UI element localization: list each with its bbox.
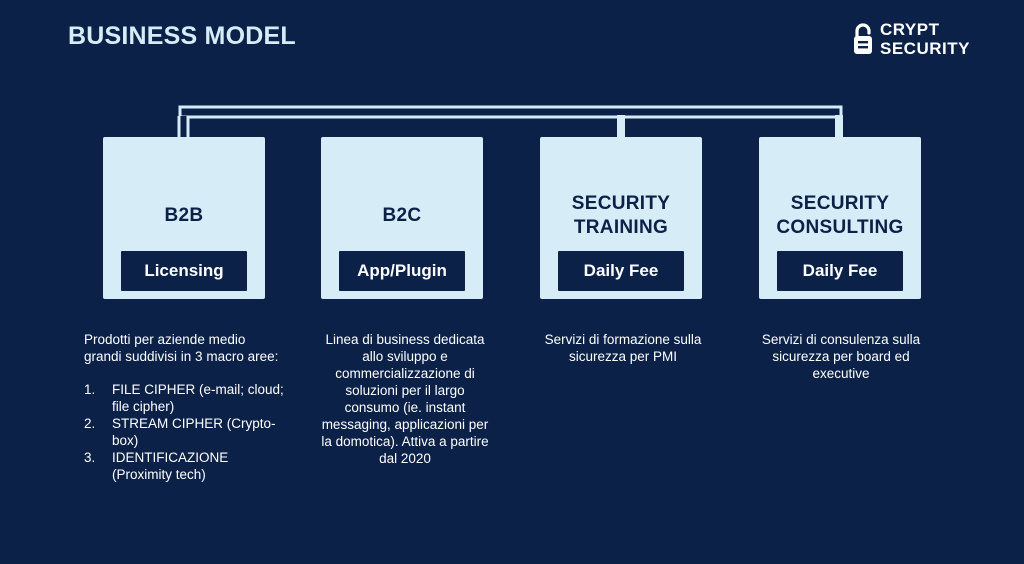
lock-icon [854,23,872,54]
card-security-consulting-title-line2: CONSULTING [776,217,904,238]
desc-b2b: Prodotti per aziende medio grandi suddiv… [84,331,284,483]
list-item: 1. FILE CIPHER (e-mail; cloud; file ciph… [84,381,284,415]
card-b2c-title: B2C [382,205,422,226]
list-item-number: 2. [84,416,96,431]
list-item-text: STREAM CIPHER (Crypto-box) [112,416,276,448]
connector-drop-consulting [835,115,843,138]
list-item: 2. STREAM CIPHER (Crypto-box) [84,415,284,449]
card-security-consulting-title-line1: SECURITY [790,193,890,214]
logo-text-line2: SECURITY [880,39,970,58]
page-title: BUSINESS MODEL [68,22,296,50]
card-security-training-pill: Daily Fee [558,251,684,291]
desc-b2b-intro: Prodotti per aziende medio grandi suddiv… [84,332,279,364]
list-item-text: IDENTIFICAZIONE (Proximity tech) [112,450,229,482]
card-security-consulting-title: SECURITY CONSULTING [759,192,921,240]
card-security-consulting: SECURITY CONSULTING Daily Fee [759,137,921,299]
list-item-number: 1. [84,382,96,397]
card-b2c-pill: App/Plugin [339,251,465,291]
card-security-training-title-line1: SECURITY [571,193,671,214]
connector-drop-training [617,115,625,138]
card-b2b-title: B2B [164,205,204,226]
card-b2b-pill: Licensing [121,251,247,291]
list-item-text: FILE CIPHER (e-mail; cloud; file cipher) [112,382,284,414]
card-b2c: B2C App/Plugin [321,137,483,299]
connector-bar [178,105,843,119]
card-security-training-title-line2: TRAINING [573,217,669,238]
desc-b2b-list: 1. FILE CIPHER (e-mail; cloud; file ciph… [84,381,284,483]
list-item: 3. IDENTIFICAZIONE (Proximity tech) [84,449,284,483]
card-security-training: SECURITY TRAINING Daily Fee [540,137,702,299]
desc-security-consulting: Servizi di consulenza sulla sicurezza pe… [758,331,924,382]
logo: CRYPT SECURITY [852,20,970,58]
desc-security-training: Servizi di formazione sulla sicurezza pe… [543,331,703,365]
desc-b2c: Linea di business dedicata allo sviluppo… [320,331,490,467]
list-item-number: 3. [84,450,96,465]
desc-security-training-text: Servizi di formazione sulla sicurezza pe… [544,332,702,364]
desc-b2c-text: Linea di business dedicata allo sviluppo… [321,332,489,466]
desc-security-consulting-text: Servizi di consulenza sulla sicurezza pe… [761,332,921,381]
card-b2b: B2B Licensing [103,137,265,299]
logo-text-line1: CRYPT [880,20,940,39]
card-security-consulting-pill: Daily Fee [777,251,903,291]
card-security-training-title: SECURITY TRAINING [540,192,702,240]
